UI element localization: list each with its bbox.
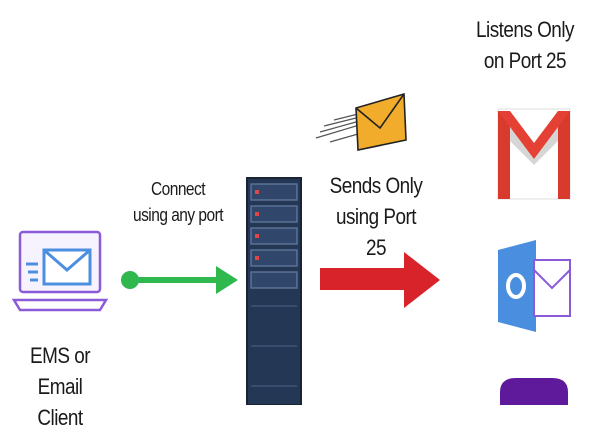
connect-label: Connect using any port	[126, 176, 229, 228]
receivers-label-line2: on Port 25	[483, 48, 567, 73]
client-label: EMS or Email Client	[8, 340, 111, 433]
connect-arrow	[118, 262, 240, 298]
send-label-line2: using Port 25	[335, 204, 417, 260]
flying-envelope-icon	[312, 92, 408, 152]
send-arrow	[318, 248, 442, 312]
connect-label-line1: Connect	[150, 179, 206, 199]
outlook-icon	[494, 236, 574, 336]
client-label-line2: Client	[37, 405, 83, 430]
send-label: Sends Only using Port 25	[324, 170, 427, 263]
yahoo-icon	[494, 372, 574, 405]
send-label-line1: Sends Only	[329, 173, 423, 198]
client-label-line1: EMS or Email	[30, 343, 91, 399]
laptop-mail-icon	[12, 228, 108, 316]
server-rack-icon	[245, 176, 303, 405]
connect-label-line2: using any port	[132, 205, 224, 225]
receivers-label-line1: Listens Only	[476, 17, 574, 42]
gmail-icon	[494, 103, 574, 203]
receivers-label: Listens Only on Port 25	[465, 14, 585, 76]
